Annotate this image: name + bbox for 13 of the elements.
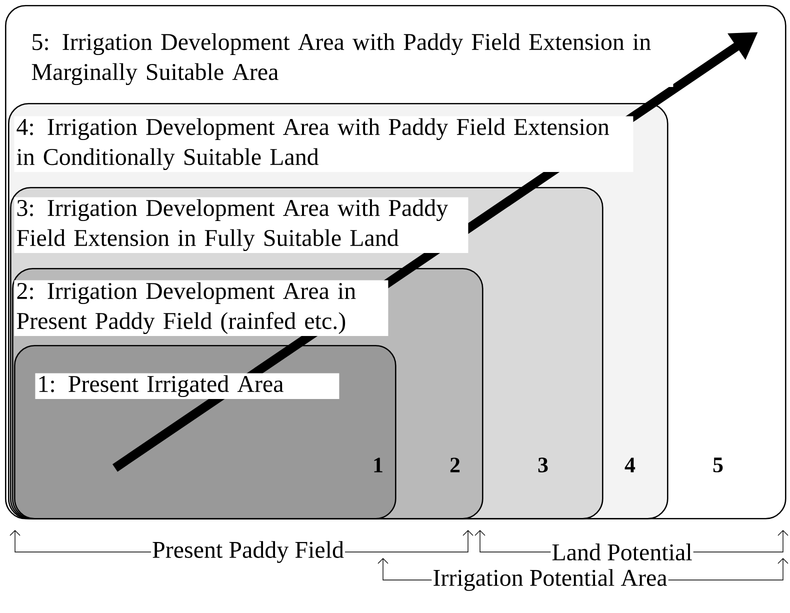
area-number: 1	[374, 458, 382, 472]
dimension-label: Present Paddy Field	[151, 540, 345, 564]
dimension-label: Land Potential	[550, 542, 694, 562]
area-heading: 1: Present Irrigated Area	[35, 373, 340, 400]
area-heading: 2: Irrigation Development Area in Present Paddy Field (rainfed etc.)	[14, 280, 388, 336]
dimension-label: Irrigation Potential Area	[432, 568, 668, 592]
area-heading: 4: Irrigation Development Area with Paddy Field Extension in Conditionally Suitable Land	[14, 116, 634, 172]
area-number: 5	[713, 458, 723, 472]
area-number: 2	[450, 458, 460, 472]
area-number: 3	[538, 458, 548, 472]
area-heading: 3: Irrigation Development Area with Paddy Field Extension in Fully Suitable Land	[14, 197, 468, 254]
area-number: 4	[624, 458, 636, 472]
area-heading: 5: Irrigation Development Area with Paddy Field Extension in Marginally Suitable Area	[29, 31, 674, 88]
